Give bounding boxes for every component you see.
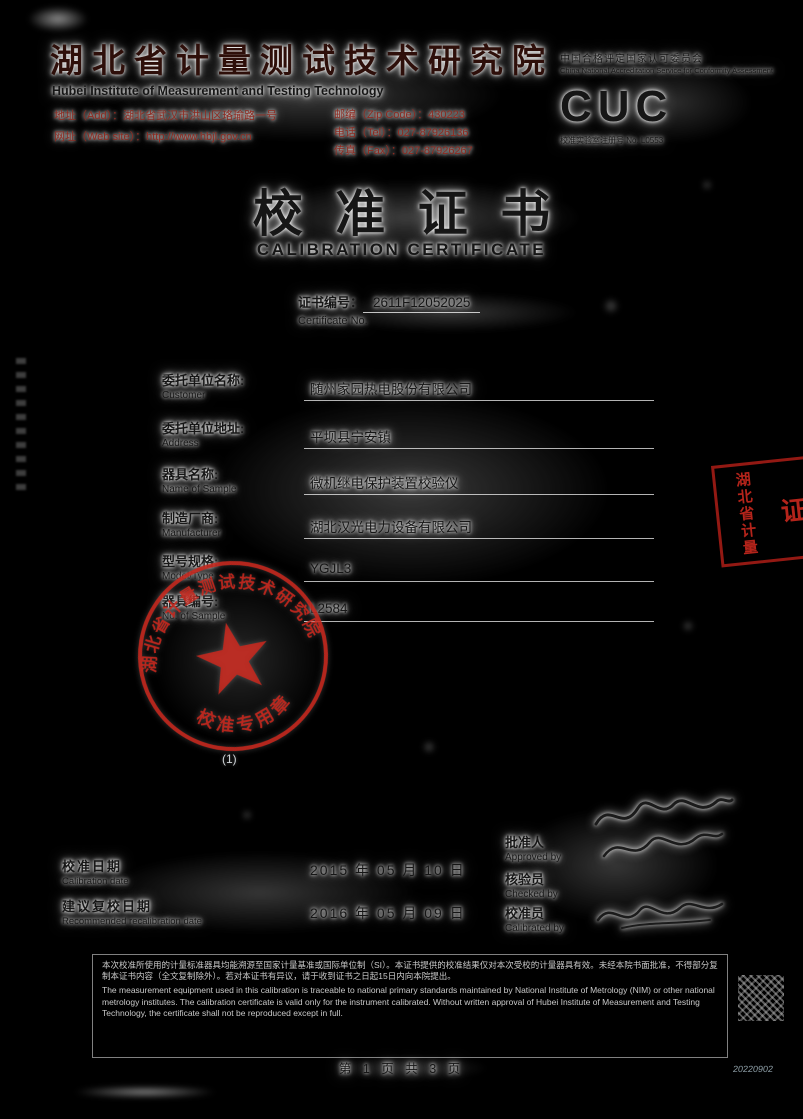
recalibration-date-label: 建议复校日期 Recommended recalibration date: [62, 896, 302, 927]
round-calibration-seal: 湖北省计量测试技术研究院 校准专用章: [114, 537, 351, 774]
field-label-cn: 委托单位地址:: [162, 421, 245, 436]
field-label-cn: 器具编号:: [162, 594, 219, 609]
calibration-date-label: 校准日期 Calibration date: [62, 856, 302, 887]
field-label: 委托单位地址: Address: [162, 418, 304, 449]
field-value: YGJL3: [304, 561, 654, 582]
address-line: 地址（Add）：湖北省武汉市洪山区珞瑜路一号: [54, 110, 278, 122]
print-serial: 20220902: [732, 1064, 774, 1074]
website-line: 网址（Web site）：http://www.hbjl.gov.cn: [54, 130, 252, 143]
corner-stamp-char: 证: [779, 493, 803, 527]
scan-noise-dot: [420, 738, 438, 756]
accreditation-logo: CUC: [560, 82, 674, 131]
field-label-en: No. of Sample: [162, 611, 226, 622]
accreditation-name-cn: 中国合格评定国家认可委员会: [560, 54, 703, 65]
field-row-address: 委托单位地址: Address 平坝县宁安镇: [162, 418, 654, 449]
certificate-no-label-cn: 证书编号：: [298, 295, 364, 310]
certificate-title-en: CALIBRATION CERTIFICATE: [256, 240, 547, 259]
recalibration-date-value: 2016 年 05 月 09 日: [310, 905, 466, 921]
page-number: 第 1 页 共 3 页: [338, 1062, 465, 1076]
contact-block-right: 邮编（Zip Code）：430223 电话（Tel）：027-87926136…: [334, 106, 564, 160]
field-row-sample-name: 器具名称: Name of Sample 微机继电保护装置校验仪: [162, 464, 654, 495]
field-label-cn: 器具名称:: [162, 467, 219, 482]
calibration-date-label-cn: 校准日期: [62, 859, 123, 874]
seal-star: [196, 622, 267, 695]
scan-noise-dot: [600, 295, 622, 317]
field-label: 器具名称: Name of Sample: [162, 464, 304, 495]
recalibration-date-label-cn: 建议复校日期: [62, 899, 153, 914]
institute-name-en: Hubei Institute of Measurement and Testi…: [52, 84, 384, 98]
tel-line: 电话（Tel）：027-87926136: [334, 127, 469, 140]
field-value: 湖北汉光电力设备有限公司: [304, 516, 654, 539]
approved-label-cn: 批准人: [505, 835, 545, 850]
field-value: 平坝县宁安镇: [304, 426, 654, 449]
disclaimer-en: The measurement equipment used in this c…: [102, 985, 715, 1018]
disclaimer-cn: 本次校准所使用的计量标准器具均能溯源至国家计量基准或国际单位制（SI）。本证书提…: [102, 960, 718, 982]
field-label-cn: 型号规格:: [162, 554, 219, 569]
field-label: 制造厂商: Manufacturer: [162, 508, 304, 539]
certificate-title-cn: 校准证书: [252, 186, 583, 242]
checked-label-cn: 核验员: [505, 872, 545, 887]
certificate-number-block: 证书编号：2611F12052025 Certificate No.: [298, 292, 481, 327]
checked-label-en: Checked by: [505, 889, 558, 900]
field-label-cn: 制造厂商:: [162, 511, 219, 526]
scan-noise-patch: [50, 1084, 240, 1100]
approved-label-en: Approved by: [505, 852, 562, 863]
contact-block-left: 地址（Add）：湖北省武汉市洪山区珞瑜路一号 网址（Web site）：http…: [54, 106, 334, 148]
accreditation-sub: 校准实验室注册号 No. L0553: [560, 136, 664, 145]
calibrator-signature: [596, 902, 724, 929]
approved-by-label: 批准人 Approved by: [505, 832, 615, 863]
zip-line: 邮编（Zip Code）：430223: [334, 109, 465, 121]
recalibration-date-label-en: Recommended recalibration date: [62, 916, 202, 927]
field-label-en: Customer: [162, 390, 206, 401]
calibrated-label-cn: 校准员: [505, 906, 545, 921]
scan-noise-dot: [240, 808, 254, 822]
corner-red-stamp: 湖北省计量 证: [710, 454, 803, 568]
institute-name-cn: 湖北省计量测试技术研究院: [50, 42, 554, 79]
field-label-cn: 委托单位名称:: [162, 373, 245, 388]
calibrated-by-label: 校准员 Calibrated by: [505, 903, 615, 934]
scan-noise-patch: [18, 2, 98, 36]
field-label-en: Address: [162, 438, 199, 449]
calibrated-label-en: Calibrated by: [505, 923, 564, 934]
round-stamp-graphic: 湖北省计量测试技术研究院 校准专用章: [123, 554, 328, 751]
accreditation-block: 中国合格评定国家认可委员会 China National Accreditati…: [560, 50, 792, 146]
accreditation-name-en: China National Accreditation Service for…: [560, 66, 774, 75]
disclaimer-box: 本次校准所使用的计量标准器具均能溯源至国家计量基准或国际单位制（SI）。本证书提…: [92, 954, 728, 1058]
field-value: L2584: [304, 601, 654, 622]
scan-noise-patch: [40, 835, 480, 950]
scan-noise-block: [738, 975, 784, 1021]
seal-note: (1): [222, 752, 237, 766]
field-row-sample-no: 器具编号: No. of Sample L2584: [162, 591, 654, 622]
field-label: 委托单位名称: Customer: [162, 370, 304, 401]
field-row-manufacturer: 制造厂商: Manufacturer 湖北汉光电力设备有限公司: [162, 508, 654, 539]
field-label-en: Manufacturer: [162, 528, 221, 539]
field-row-customer: 委托单位名称: Customer 随州家园热电股份有限公司: [162, 370, 654, 401]
field-label: 器具编号: No. of Sample: [162, 591, 304, 622]
calibration-date-value: 2015 年 05 月 10 日: [310, 862, 466, 878]
approver-signature: [594, 798, 734, 858]
corner-stamp-text: 湖北省计量: [732, 470, 759, 557]
field-value: 微机继电保护装置校验仪: [304, 472, 654, 495]
fax-line: 传真（Fax）：027-87926267: [334, 145, 473, 158]
scan-noise-dot: [680, 618, 696, 634]
certificate-no-value: 2611F12052025: [363, 295, 481, 313]
field-value: 随州家园热电股份有限公司: [304, 378, 654, 401]
checked-by-label: 核验员 Checked by: [505, 869, 615, 900]
field-label-en: Name of Sample: [162, 484, 237, 495]
calibration-date-label-en: Calibration date: [62, 876, 129, 887]
scan-edge-artifact: [16, 350, 26, 490]
certificate-no-label-en: Certificate No.: [298, 315, 368, 327]
